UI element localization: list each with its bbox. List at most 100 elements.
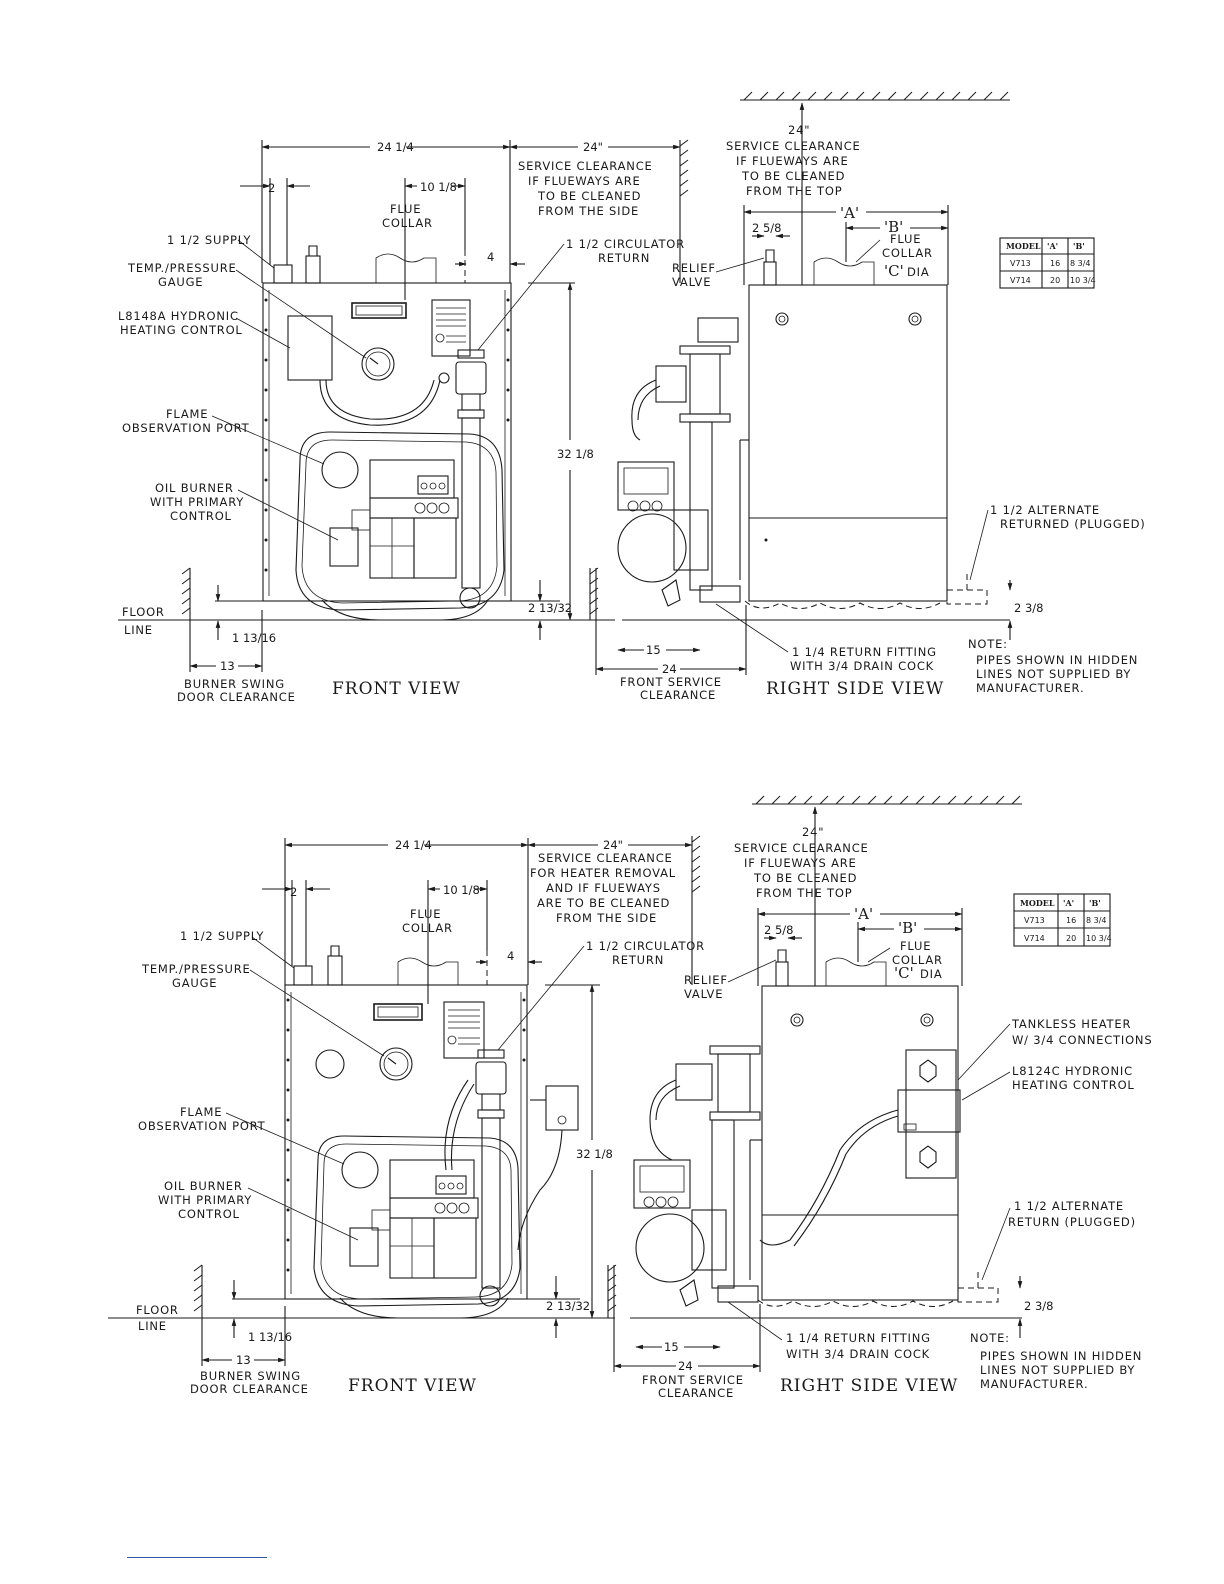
label-bservtop-1: SERVICE CLEARANCE <box>734 841 869 855</box>
label-service-top-1: SERVICE CLEARANCE <box>726 139 861 153</box>
label-balt-1: 1 1/2 ALTERNATE <box>1014 1199 1124 1213</box>
label-bsupply: 1 1/2 SUPPLY <box>180 929 264 943</box>
label-alt-return-1: 1 1/2 ALTERNATE <box>990 503 1100 517</box>
dim-four-bottom: 4 <box>507 949 514 963</box>
right-view-title-top: RIGHT SIDE VIEW <box>766 679 944 699</box>
dim-burner-swing: 13 <box>220 659 235 673</box>
label-bservtop-4: FROM THE TOP <box>756 886 852 900</box>
right-labels-bottom: 24" SERVICE CLEARANCE IF FLUEWAYS ARE TO… <box>642 825 1152 1400</box>
label-bservice-3: AND IF FLUEWAYS <box>546 881 661 895</box>
table-bottom-r1c0: V714 <box>1024 934 1045 943</box>
burner-housing-side <box>617 513 687 583</box>
dim-relief-offset-bottom: 2 5/8 <box>764 923 793 937</box>
label-flue-right-2: COLLAR <box>882 246 933 260</box>
label-note-3: MANUFACTURER. <box>976 681 1084 695</box>
right-view-title-bottom: RIGHT SIDE VIEW <box>780 1376 958 1396</box>
label-control-2: HEATING CONTROL <box>120 323 243 337</box>
label-bflame-1: FLAME <box>180 1105 222 1119</box>
dim-ten: 10 1/8 <box>420 180 457 194</box>
flame-port-bottom <box>315 1049 345 1079</box>
tankless-heater <box>905 1049 957 1179</box>
label-control-right-1: L8124C HYDRONIC <box>1012 1064 1133 1078</box>
label-burner-swing-2: DOOR CLEARANCE <box>177 690 296 704</box>
table-bottom-r1c1: 20 <box>1066 934 1076 943</box>
ceiling-hatch-top <box>743 91 1009 101</box>
front-view-top: 24 1/4 24" 2 10 1/8 4 32 1/8 2 13 <box>118 138 689 704</box>
top-drawing: 24 1/4 24" 2 10 1/8 4 32 1/8 2 13 <box>118 91 1146 704</box>
dim-four: 4 <box>487 250 494 264</box>
table-bottom-h1: 'A' <box>1063 898 1074 908</box>
label-burner-swing-1: BURNER SWING <box>184 677 285 691</box>
dim-b-bottom: 'B' <box>898 919 917 937</box>
label-tankless-1: TANKLESS HEATER <box>1011 1017 1131 1031</box>
label-supply: 1 1/2 SUPPLY <box>167 233 251 247</box>
dim-relief-offset-top: 2 5/8 <box>752 221 781 235</box>
dim-width-bottom: 24 1/4 <box>395 838 432 852</box>
dim-floor-offset-bottom: 1 13/16 <box>248 1330 292 1344</box>
circulator-pump <box>455 361 487 395</box>
label-bfloor-1: FLOOR <box>136 1303 179 1317</box>
label-brelief-2: VALVE <box>684 987 723 1001</box>
label-circulator-1: 1 1/2 CIRCULATOR <box>566 237 685 251</box>
dim-service-top: 24" <box>583 140 603 154</box>
table-top-r0c1: 16 <box>1050 259 1060 268</box>
label-bfront-service-2: CLEARANCE <box>658 1386 734 1400</box>
label-bgauge-1: TEMP./PRESSURE <box>141 962 251 976</box>
label-bswing-2: DOOR CLEARANCE <box>190 1382 309 1396</box>
label-bfloor-2: LINE <box>138 1319 167 1333</box>
boiler-body-side-bottom <box>761 985 959 1301</box>
table-bottom-h0: MODEL <box>1020 898 1055 908</box>
hydronic-control-box <box>287 315 333 381</box>
label-control-1: L8148A HYDRONIC <box>118 309 239 323</box>
dim-alt-return-bottom: 2 3/8 <box>1024 1299 1053 1313</box>
temp-pressure-gauge <box>361 347 395 381</box>
label-bnote-0: NOTE: <box>970 1331 1010 1345</box>
primary-control-side <box>617 461 675 511</box>
label-bburner-2: WITH PRIMARY <box>158 1193 252 1207</box>
dia-top: DIA <box>907 265 930 279</box>
dim-base-bottom: 2 13/32 <box>546 1299 590 1313</box>
dim-base: 2 13/32 <box>528 601 572 615</box>
dim-floor-offset: 1 13/16 <box>232 631 276 645</box>
warning-label <box>431 299 471 357</box>
oil-burner <box>369 459 455 499</box>
label-bflue-2: COLLAR <box>402 921 453 935</box>
label-bfit-2: WITH 3/4 DRAIN COCK <box>786 1347 930 1361</box>
dim-alt-return-top: 2 3/8 <box>1014 601 1043 615</box>
table-top-h2: 'B' <box>1073 241 1085 251</box>
label-bflue-right-2: COLLAR <box>892 953 943 967</box>
table-top-r1c2: 10 3/4 <box>1070 276 1096 285</box>
dim-two: 2 <box>268 181 275 195</box>
label-bservice-2: FOR HEATER REMOVAL <box>530 866 676 880</box>
label-alt-return-2: RETURNED (PLUGGED) <box>1000 517 1146 531</box>
nameplate <box>351 302 407 319</box>
front-labels-top: SERVICE CLEARANCE IF FLUEWAYS ARE TO BE … <box>118 159 685 704</box>
model-table-bottom: MODEL 'A' 'B' V713 16 8 3/4 V714 20 10 3… <box>1013 893 1112 947</box>
label-floor-1: FLOOR <box>122 605 165 619</box>
right-view-top: 'A' 'B' 2 5/8 15 24 2 3/8 24" SERVICE CL… <box>595 91 1146 702</box>
dim-front-service-bottom: 24 <box>678 1359 693 1373</box>
dim-two-bottom: 2 <box>290 885 297 899</box>
label-bgauge-2: GAUGE <box>172 976 217 990</box>
label-balt-2: RETURN (PLUGGED) <box>1008 1215 1136 1229</box>
label-flue-right-1: FLUE <box>890 232 921 246</box>
flame-observation-port <box>321 451 359 489</box>
label-relief-2: VALVE <box>672 275 711 289</box>
dim-b-top: 'B' <box>884 218 903 236</box>
label-note-0: NOTE: <box>968 637 1008 651</box>
dia-bottom: DIA <box>920 967 943 981</box>
table-bottom-h2: 'B' <box>1089 898 1101 908</box>
label-bservtop-0: 24" <box>802 825 824 839</box>
label-flue-1: FLUE <box>390 202 421 216</box>
label-return-fitting-2: WITH 3/4 DRAIN COCK <box>790 659 934 673</box>
label-gauge-2: GAUGE <box>158 275 203 289</box>
label-bservice-1: SERVICE CLEARANCE <box>538 851 673 865</box>
label-burner-2: WITH PRIMARY <box>150 495 244 509</box>
label-burner-1: OIL BURNER <box>155 481 234 495</box>
label-bcirc-2: RETURN <box>612 953 664 967</box>
label-bservice-5: FROM THE SIDE <box>556 911 657 925</box>
label-bfit-1: 1 1/4 RETURN FITTING <box>786 1331 931 1345</box>
wall-hatch-right <box>679 139 689 197</box>
label-bnote-2: LINES NOT SUPPLIED BY <box>980 1363 1135 1377</box>
dim-fifteen-top: 15 <box>646 643 661 657</box>
